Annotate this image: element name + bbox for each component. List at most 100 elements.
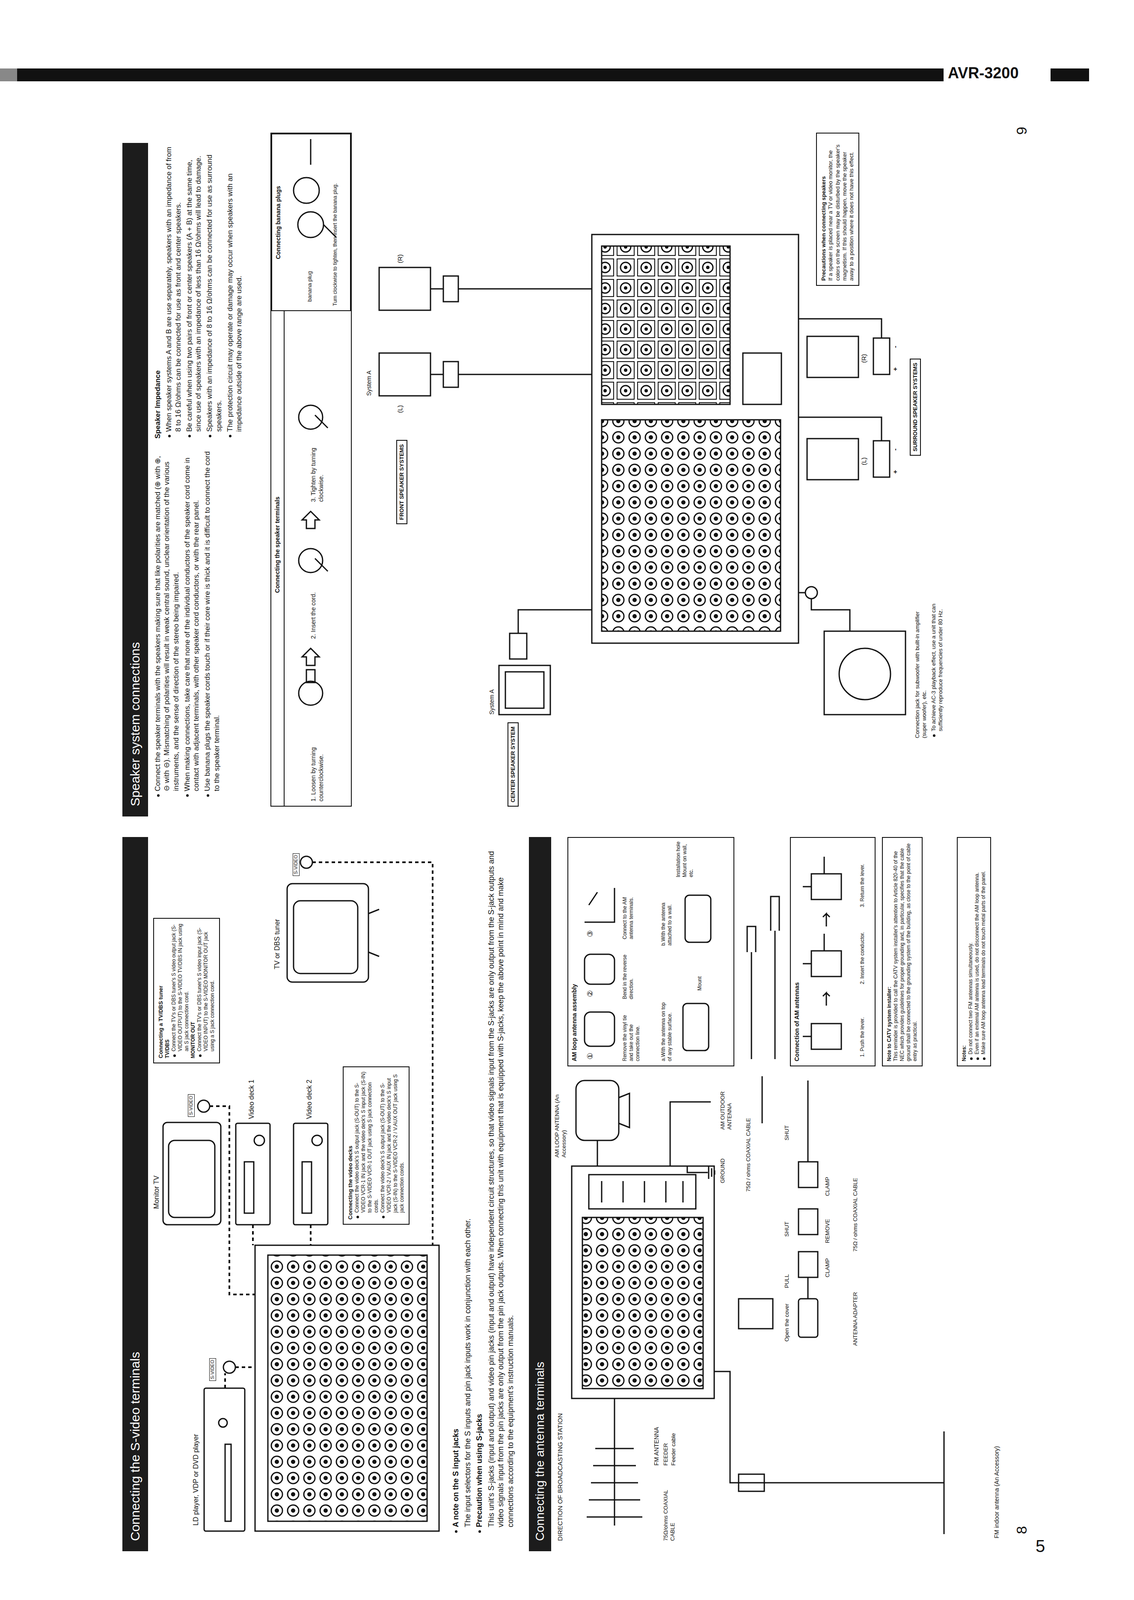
svideo-cable (252, 1224, 254, 1246)
svideo-cable (312, 862, 433, 1246)
text-anchor: (R) (860, 353, 869, 363)
text-column: A note on the S input jacksThe input sel… (451, 849, 518, 1535)
video-deck (235, 1123, 271, 1225)
text-column: Connection jack for subwoofer with built… (914, 596, 947, 739)
node-text: ③ (585, 930, 596, 938)
feeder-cable (614, 1398, 616, 1423)
polarity-mark: - (891, 448, 900, 451)
node-title: Notes: (961, 842, 968, 1062)
text-anchor: 75Ω/ohms COAXIAL CABLE (662, 1476, 677, 1541)
part-label: 75Ω / ohms COAXIAL CABLE (851, 1177, 859, 1252)
center-speaker (498, 665, 551, 715)
text-anchor: System A (488, 689, 496, 715)
text-anchor: DIRECTION OF BROADCASTING STATION (556, 1399, 565, 1541)
subwoofer-cable (798, 592, 850, 632)
node-text: Connect the video deck's S output jack (… (353, 1071, 380, 1220)
part-label: System A (488, 689, 496, 715)
node-title: Connecting the speaker terminals (273, 454, 282, 635)
node-text: ② (585, 990, 596, 998)
node-text: Connect the TV's or DBS tuner's S video … (170, 923, 190, 1059)
body-text: Be careful when using two pairs of front… (184, 143, 204, 439)
instruction-box: Connecting a TV/DBS tunerTV/DBSConnect t… (153, 917, 220, 1064)
loop-drawing (584, 954, 615, 985)
text-anchor: REMOVE (824, 1219, 832, 1244)
polarity-mark: + (891, 469, 900, 474)
channel-label: (R) (396, 254, 405, 264)
text-anchor: 75Ω / ohms COAXIAL CABLE (851, 1177, 859, 1252)
jack-label: S-VIDEO (209, 1358, 217, 1381)
receiver-rear-panel (255, 1245, 440, 1532)
lever (802, 933, 825, 964)
am-loop-stand (597, 1093, 630, 1167)
node-text: Mount (696, 976, 704, 991)
body-heading: Speaker Impedance (153, 143, 163, 439)
node-text: 1. Push the lever. (859, 988, 866, 1057)
header-bar (17, 68, 944, 82)
text-anchor: Connect to the AM antenna terminals. (621, 879, 635, 940)
text-anchor: FM ANTENNA (653, 1427, 661, 1466)
speaker-cable (798, 318, 882, 441)
node-text: 3. Tighten by turning clockwise. (309, 437, 325, 502)
body-text: The protection circuit may operate or da… (225, 143, 244, 439)
node-title: Connecting the video decks (347, 1071, 354, 1220)
lever (802, 1036, 812, 1038)
text-anchor: 3. Tighten by turning clockwise. (309, 437, 325, 502)
surround-speaker (807, 438, 859, 480)
text-anchor: 2. Insert the conductor. (859, 911, 866, 985)
text-anchor: + (891, 469, 900, 474)
section-tag: FRONT SPEAKER SYSTEMS (396, 439, 408, 525)
text-anchor: (L) (396, 405, 405, 413)
svideo-cable (224, 1373, 226, 1389)
node-text: Bend in the reverse direction. (621, 947, 635, 1000)
speaker-illustration (284, 139, 906, 807)
text-anchor: 1. Push the lever. (859, 988, 866, 1057)
section-header: Connecting the antenna terminals (528, 837, 552, 1552)
part-label: FEEDER (662, 1442, 670, 1466)
jack-label: S-VIDEO (187, 1094, 195, 1117)
text-anchor: 9 (1012, 126, 1031, 135)
note-text: The input selectors for the S inputs and… (463, 849, 473, 1535)
svideo-jack (300, 856, 313, 869)
rotated-spread: Connecting the S-video terminalsConnecti… (122, 92, 1047, 1552)
loop-on-wall (685, 895, 711, 943)
power-outlet (742, 353, 782, 405)
text-anchor: ② (585, 990, 596, 998)
text-column: Speaker ImpedanceWhen speaker systems A … (153, 143, 246, 439)
svideo-jack (197, 1100, 210, 1113)
am-outdoor-wire (670, 1101, 711, 1167)
node-text: Connect the video deck's S output jack (… (379, 1071, 406, 1220)
jack-grid (582, 1217, 704, 1389)
device-label: TV or DBS tuner (273, 919, 282, 970)
text-anchor: LD player, VDP or DVD player (191, 1433, 201, 1526)
section-tag: CENTER SPEAKER SYSTEM (507, 722, 519, 807)
device-label: Monitor TV (152, 1175, 161, 1209)
terminal-block (443, 361, 459, 388)
terminal-knob (298, 681, 323, 706)
node-title: AM loop antenna assembly (570, 890, 579, 1062)
node-text: banana plug (306, 270, 314, 302)
loop-drawing (584, 887, 615, 923)
section-header: Connecting the S-video terminals (122, 837, 149, 1552)
text-anchor: SHUT (783, 1125, 791, 1141)
text-anchor: (R) (396, 254, 405, 264)
body-text: Connection jack for subwoofer with built… (914, 596, 929, 739)
speaker-grille (505, 671, 544, 709)
text-anchor: (L) (860, 457, 869, 466)
part-label: 75Ω/ohms COAXIAL CABLE (662, 1476, 677, 1541)
text-anchor: 3. Return the lever. (859, 840, 866, 908)
text-anchor: Monitor TV (152, 1175, 161, 1209)
part-label: Feeder cable (670, 1433, 677, 1466)
text-anchor: System A (365, 370, 374, 396)
deck-knob (311, 1135, 323, 1146)
node-title: SURROUND SPEAKER SYSTEMS (911, 362, 919, 452)
coaxial-cable (762, 1076, 808, 1299)
text-anchor: Video deck 2 (305, 1079, 314, 1120)
node-title: Connecting the antenna terminals (528, 837, 552, 1541)
text-anchor: Open the cover (783, 1303, 791, 1342)
part-label: DIRECTION OF BROADCASTING STATION (556, 1399, 565, 1541)
text-anchor: a.With the antenna on top of any stable … (660, 997, 674, 1062)
part-label: AM LOOP ANTENNA (An Accessory) (553, 1071, 568, 1158)
video-deck (293, 1123, 328, 1225)
node-title: Precautions when connecting speakers (820, 137, 828, 281)
terminal-knob (298, 548, 323, 573)
